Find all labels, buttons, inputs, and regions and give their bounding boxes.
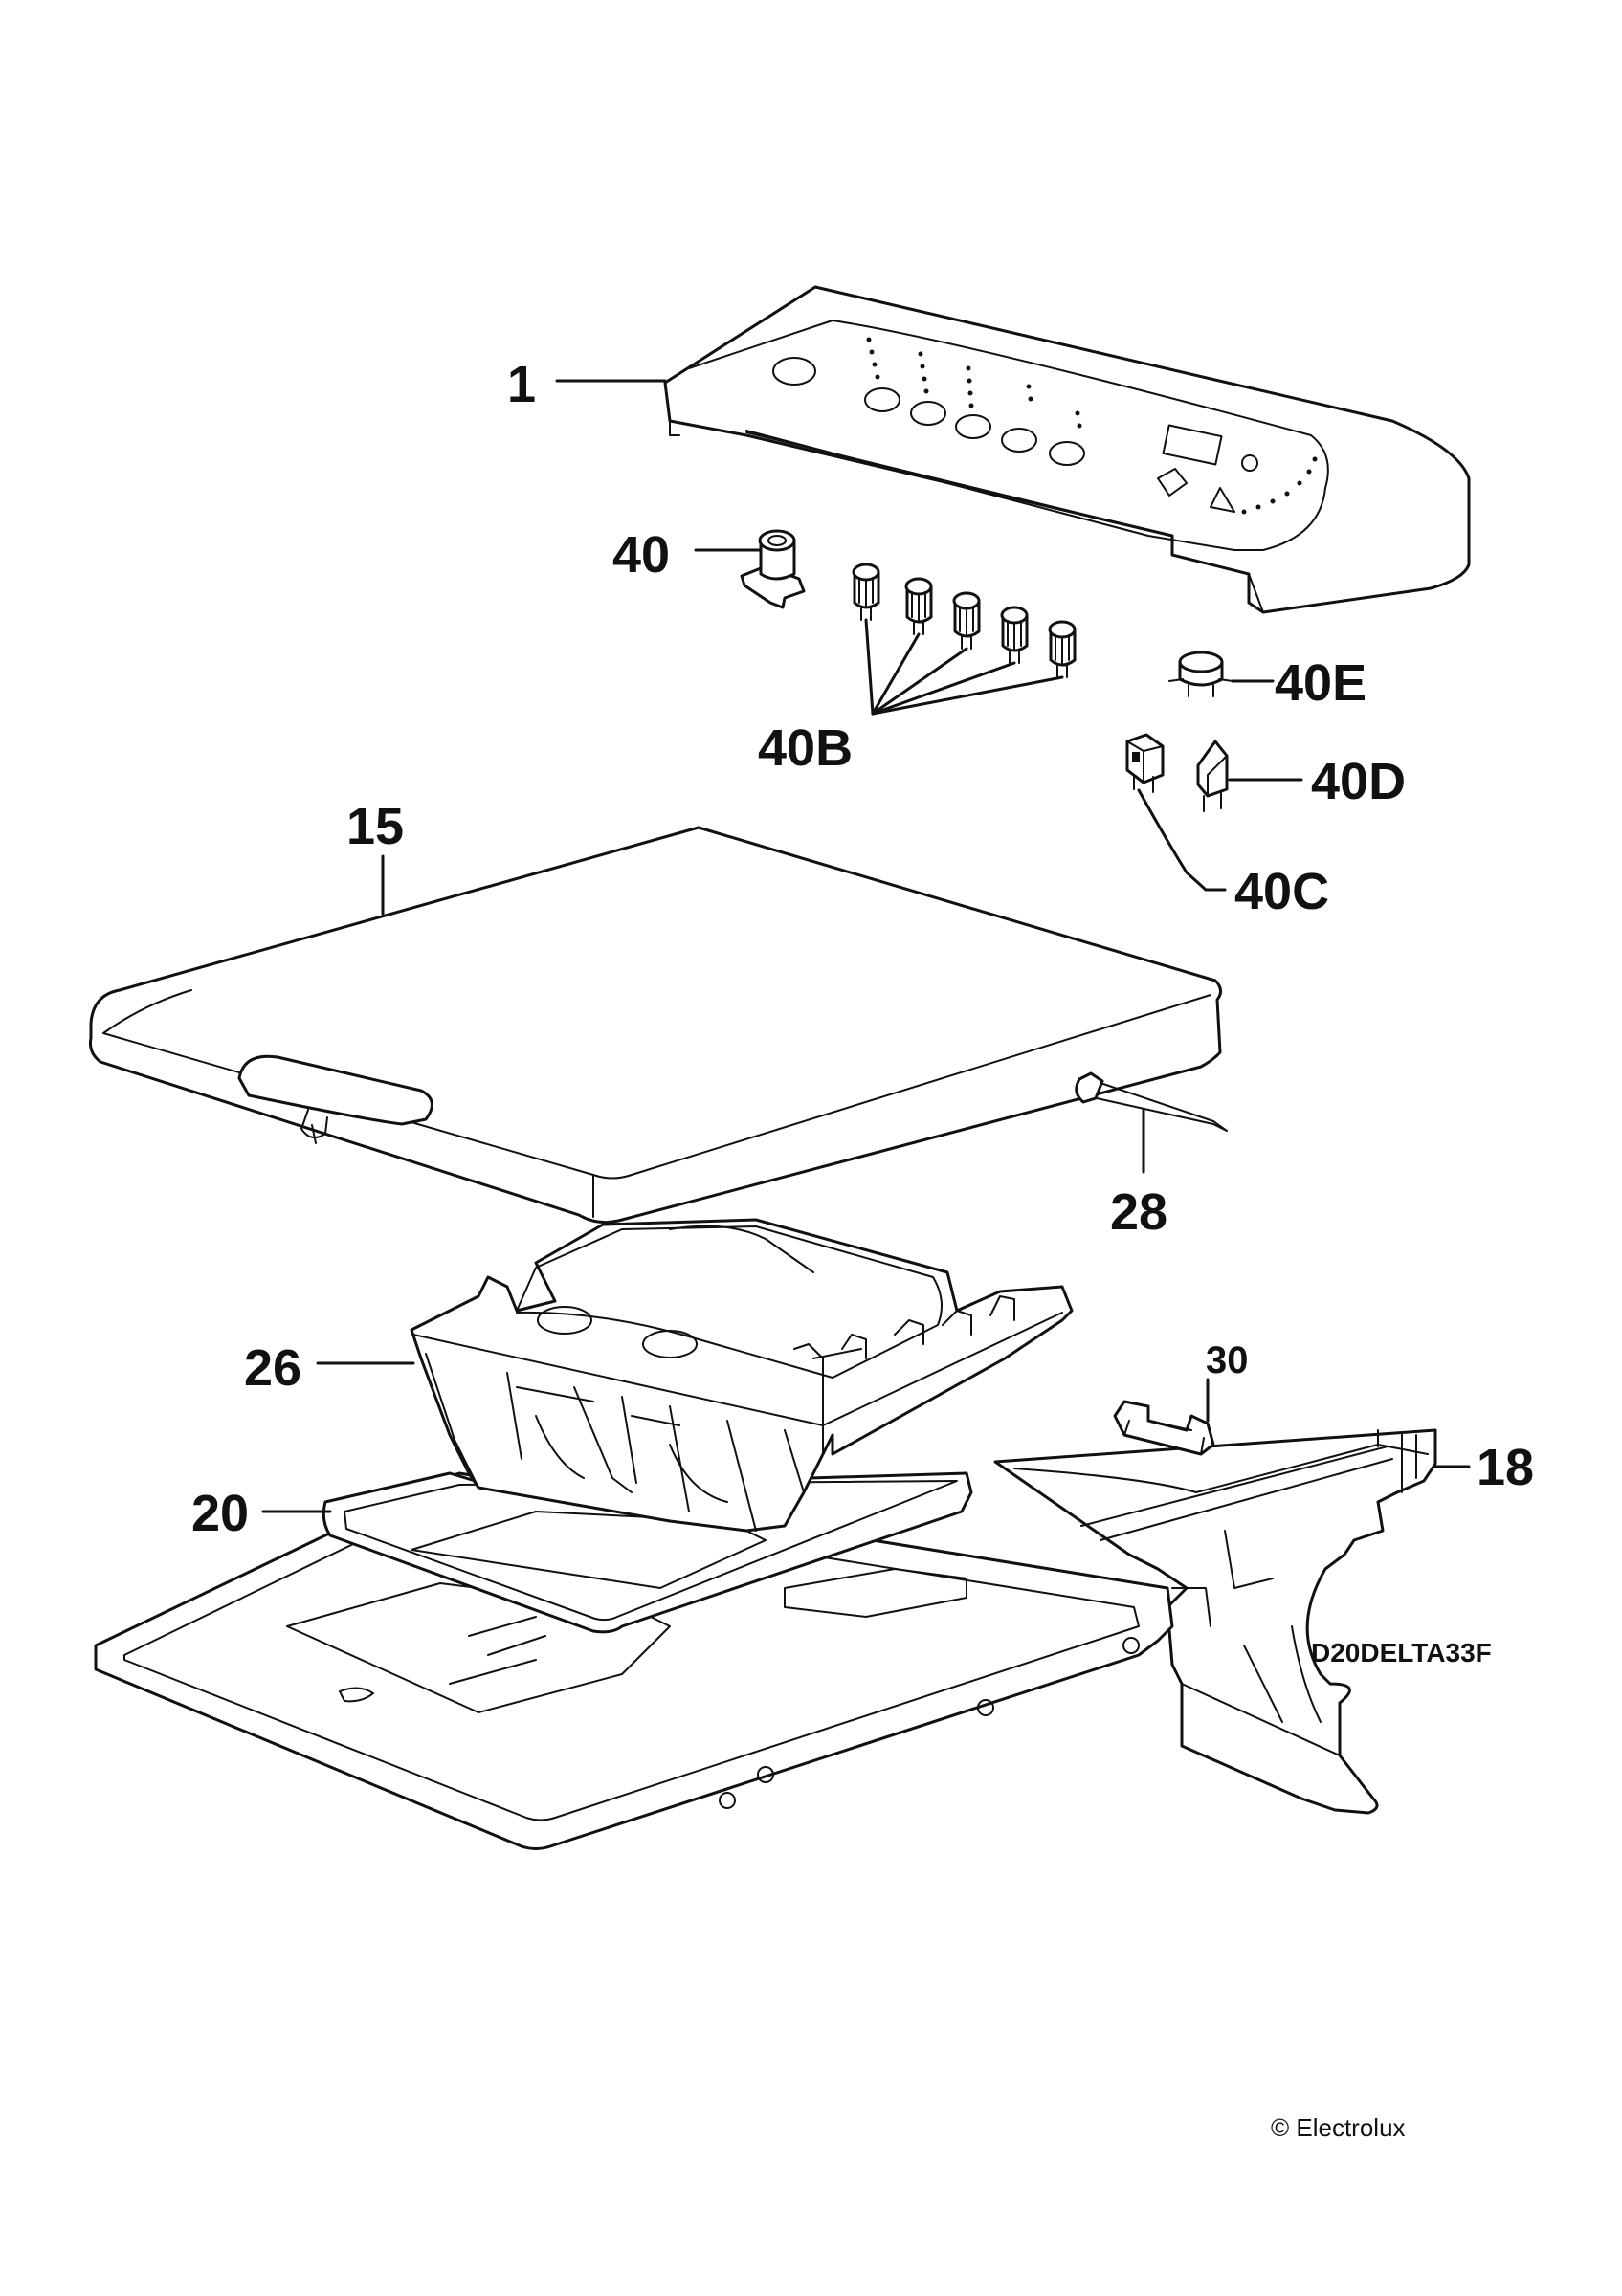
part-40d-button [1196,740,1229,812]
callout-18: 18 [1477,1439,1534,1496]
part-30-clip [1113,1400,1215,1456]
callout-40b: 40B [758,719,853,777]
knob-5 [1048,620,1077,678]
callout-26: 26 [244,1339,301,1397]
part-20-gasket [322,1471,973,1634]
panel-indicator-dots [866,337,1318,515]
callout-15: 15 [346,798,404,855]
part-40c-button [1125,733,1165,793]
part-15-top-lid [89,826,1222,1225]
part-28-pin [1075,1071,1228,1132]
leader-40c [1137,788,1227,892]
callout-1: 1 [507,356,536,413]
knob-2 [904,577,933,635]
part-40b-knobs [852,563,1077,678]
part-40-knob [740,529,806,609]
callout-30: 30 [1206,1339,1249,1381]
drawing-code: D20DELTA33F [1311,1638,1492,1667]
part-18-rail [993,1428,1437,1815]
part-40e-button [1168,651,1233,697]
callout-28: 28 [1110,1183,1167,1241]
callout-40: 40 [612,526,670,584]
leader-40b [864,618,1064,716]
base-tray [94,1471,1174,1850]
knob-4 [1000,606,1029,664]
knob-3 [952,591,981,650]
callout-40d: 40D [1311,753,1406,810]
callout-40e: 40E [1275,654,1366,712]
callout-40c: 40C [1234,863,1329,920]
copyright-notice: © Electrolux [1271,2113,1406,2142]
knob-1 [852,563,880,621]
part-1-control-panel [663,285,1471,614]
part-26-detergent-drawer [410,1218,1074,1533]
callout-20: 20 [191,1485,249,1542]
